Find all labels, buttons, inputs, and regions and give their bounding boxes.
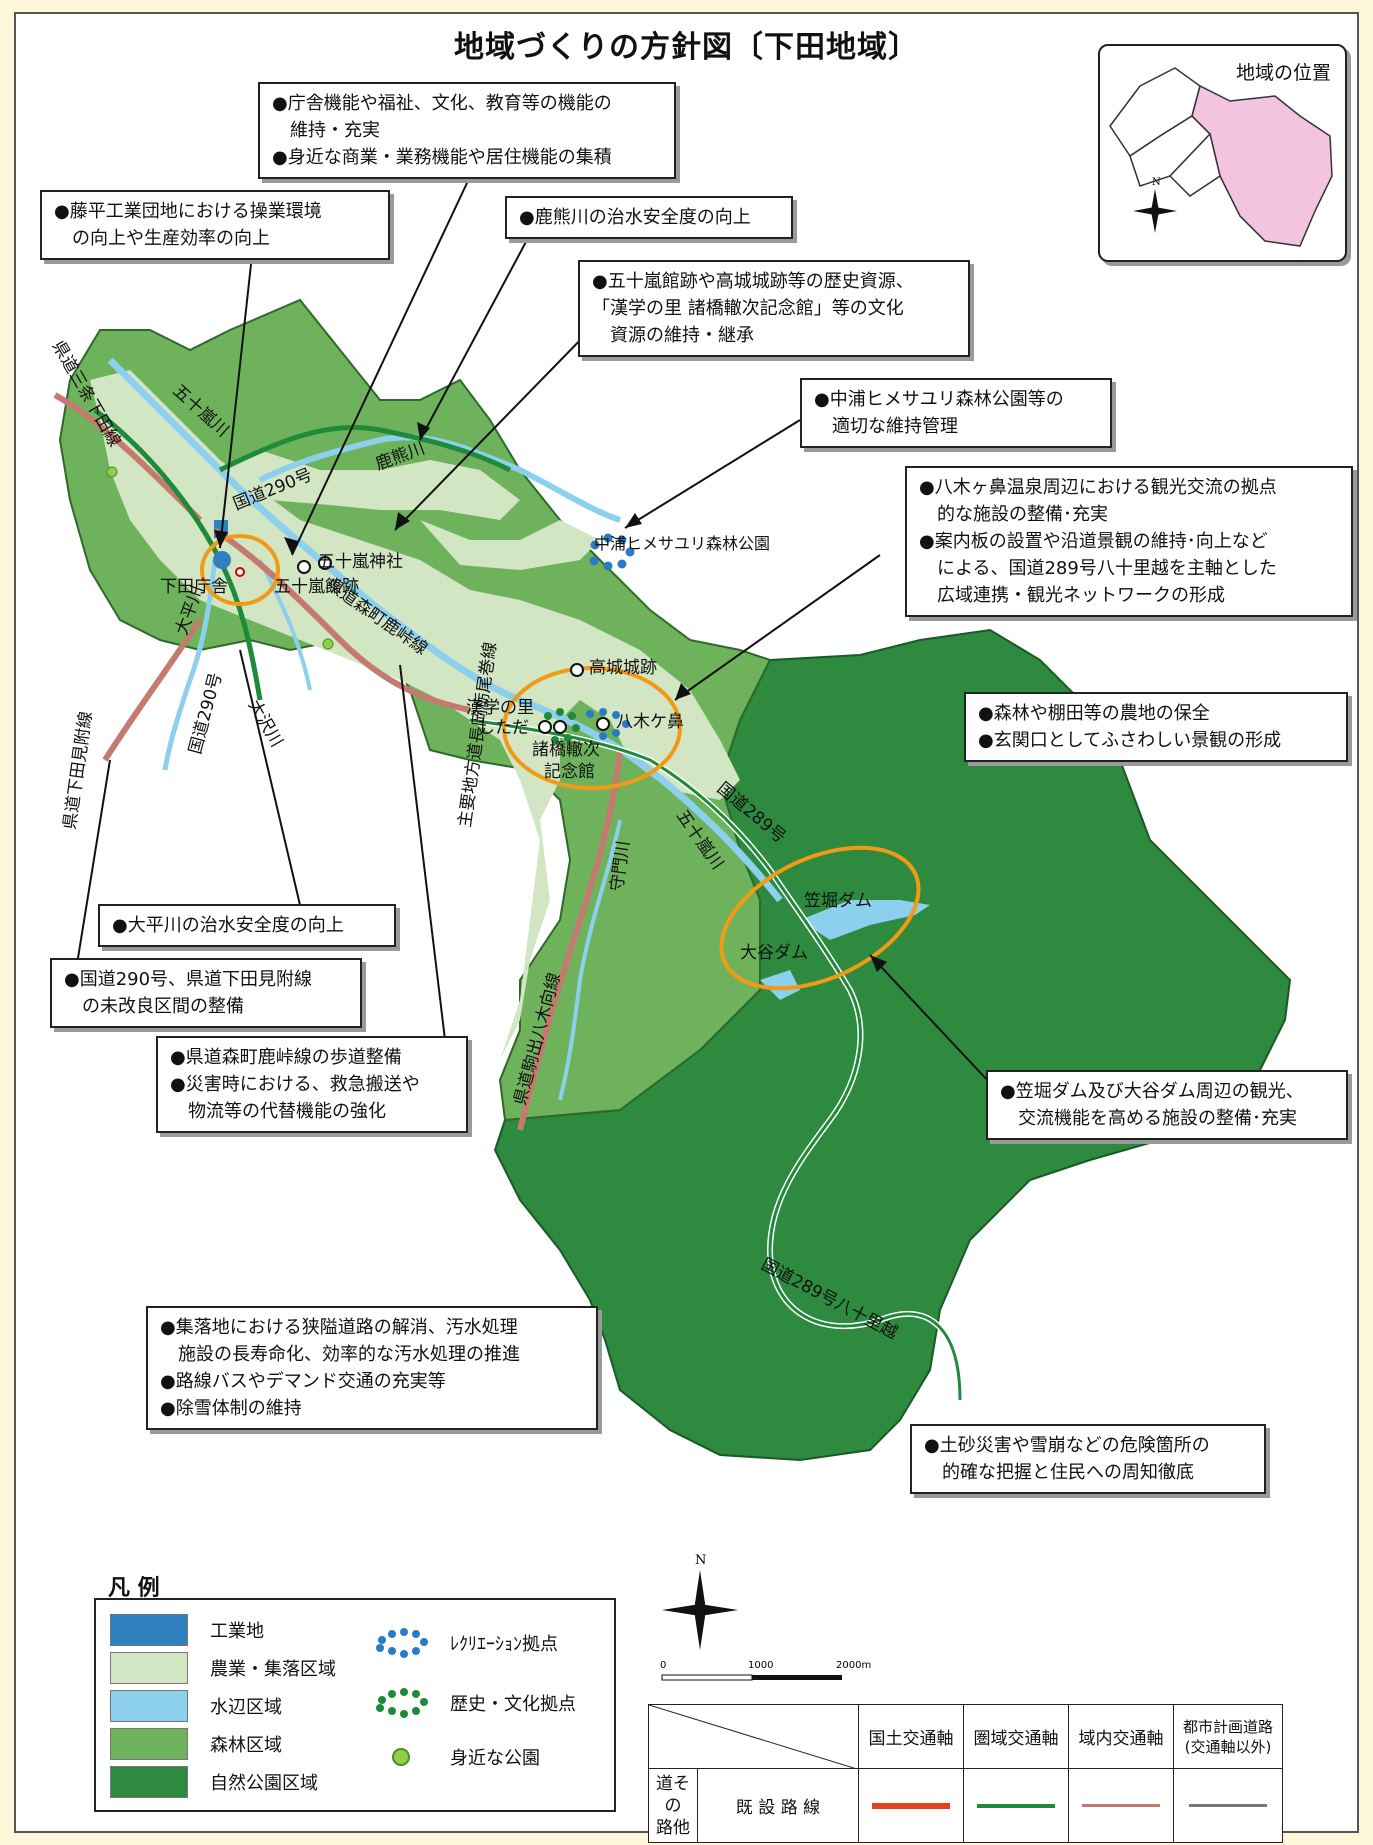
svg-text:中浦ヒメサユリ森林公園: 中浦ヒメサユリ森林公園 [594, 534, 770, 553]
svg-text:下田庁舎: 下田庁舎 [160, 577, 228, 597]
callout-morimachi-sidewalk: ●県道森町鹿峠線の歩道整備 ●災害時における、救急搬送や 物流等の代替機能の強化 [156, 1036, 468, 1133]
focus-area-shimoda [200, 534, 280, 606]
svg-text:五十嵐館跡: 五十嵐館跡 [274, 577, 359, 597]
svg-text:八木ケ鼻: 八木ケ鼻 [616, 712, 684, 732]
leader-lines [77, 165, 991, 1084]
leader-arrowheads [214, 422, 887, 972]
table-header-regional: 圏域交通軸 [963, 1704, 1069, 1769]
road-yagi-mukai [517, 749, 623, 1131]
nearby-park [106, 466, 118, 478]
swatch-urban-planning [1173, 1768, 1283, 1843]
road-mitsuke [102, 618, 203, 762]
callout-ohira-river: ●大平川の治水安全度の向上 [98, 904, 396, 947]
road-type-table: 国土交通軸 圏域交通軸 域内交通軸 都市計画道路 (交通軸以外) 道そ の 路他… [648, 1704, 1283, 1843]
svg-text:N: N [1152, 177, 1161, 188]
callout-route-290: ●国道290号、県道下田見附線 の未改良区間の整備 [50, 958, 362, 1028]
swatch-local [1068, 1768, 1174, 1843]
callout-forest-conservation: ●森林や棚田等の農地の保全 ●玄関口としてふさわしい景観の形成 [964, 692, 1348, 762]
svg-text:0: 0 [660, 1660, 666, 1671]
svg-text:しただ: しただ [478, 718, 529, 738]
callout-settlement-roads: ●集落地における狭隘道路の解消、汚水処理 施設の長寿命化、効率的な汚水処理の推進… [146, 1306, 598, 1430]
recreation-point-yagigahana [586, 708, 630, 740]
svg-text:国道290号: 国道290号 [186, 671, 227, 757]
svg-text:記念館: 記念館 [544, 761, 595, 782]
scale-bar: 0 1000 2000m [660, 1660, 871, 1681]
history-culture-point-kangaku [541, 708, 580, 744]
legend-item-industrial: 工業地 [110, 1614, 264, 1646]
table-corner [648, 1704, 859, 1769]
legend-item-natural-park: 自然公園区域 [110, 1766, 318, 1798]
focus-area-dams [719, 845, 921, 991]
legend: 工業地 農業・集落区域 水辺区域 森林区域 自然公園区域 ﾚｸﾘｴｰｼｮﾝ拠点 … [94, 1598, 616, 1812]
table-row-label: 道そ の 路他 [648, 1768, 698, 1843]
svg-text:五十嵐神社: 五十嵐神社 [318, 552, 403, 572]
callout-nakaura-park: ●中浦ヒメサユリ森林公園等の 適切な維持管理 [800, 378, 1112, 448]
recreation-point-nakaura [589, 533, 635, 571]
river-moriuchi [558, 819, 622, 1101]
svg-text:大沢川: 大沢川 [244, 697, 287, 751]
location-inset: 地域の位置 N [1098, 44, 1347, 262]
location-inset-label: 地域の位置 [1235, 62, 1331, 84]
legend-item-history-culture: 歴史・文化拠点 [370, 1686, 576, 1720]
svg-text:諸橋轍次: 諸橋轍次 [532, 740, 600, 760]
callout-dam-tourism: ●笠堀ダム及び大谷ダム周辺の観光、 交流機能を高める施設の整備･充実 [986, 1070, 1348, 1140]
road-morimachi [213, 527, 471, 713]
swatch-national [858, 1768, 964, 1843]
park-dot-icon [392, 1748, 410, 1766]
agricultural-area [90, 370, 740, 1060]
legend-item-recreation: ﾚｸﾘｴｰｼｮﾝ拠点 [370, 1626, 558, 1660]
svg-text:1000: 1000 [748, 1660, 773, 1671]
legend-item-waterside: 水辺区域 [110, 1690, 282, 1722]
river-kaguma [258, 434, 621, 523]
callout-historical-resources: ●五十嵐館跡や高城城跡等の歴史資源、 「漢学の里 諸橋轍次記念館」等の文化 資源… [578, 260, 970, 357]
callout-office-functions: ●庁舎機能や福祉、文化、教育等の機能の 維持・充実 ●身近な商業・業務機能や居住… [258, 82, 676, 179]
location-inset-map: N [1109, 67, 1333, 247]
dam-reservoir [800, 900, 930, 940]
recreation-ring-icon [376, 1628, 428, 1658]
table-header-local: 域内交通軸 [1068, 1704, 1174, 1769]
callout-yagigahana-tourism: ●八木ヶ鼻温泉周辺における観光交流の拠点 的な施設の整備･充実 ●案内板の設置や… [905, 466, 1353, 617]
nearby-park [322, 638, 334, 650]
page-title: 地域づくりの方針図〔下田地域〕 [454, 30, 919, 65]
table-existing-label: 既 設 路 線 [697, 1768, 859, 1843]
inset-north-arrow-icon: N [1133, 177, 1177, 233]
legend-item-forest: 森林区域 [110, 1728, 282, 1760]
river-igarashi [107, 357, 783, 903]
svg-text:高城城跡: 高城城跡 [589, 658, 657, 678]
legend-item-park: 身近な公園 [370, 1740, 540, 1774]
callout-kaguma-river: ●鹿熊川の治水安全度の向上 [505, 196, 793, 239]
north-arrow-icon: N [662, 1553, 738, 1650]
svg-text:大谷ダム: 大谷ダム [740, 943, 808, 963]
table-header-urban-planning: 都市計画道路 (交通軸以外) [1173, 1704, 1283, 1769]
table-header-national: 国土交通軸 [858, 1704, 964, 1769]
callout-disaster-risk: ●土砂災害や雪崩などの危険箇所の 的確な把握と住民への周知徹底 [910, 1424, 1266, 1494]
history-ring-icon [376, 1688, 428, 1718]
svg-text:県道下田見附線: 県道下田見附線 [60, 710, 96, 831]
svg-text:漢学の里: 漢学の里 [466, 698, 534, 718]
legend-title: 凡 例 [108, 1576, 160, 1601]
svg-text:笠堀ダム: 笠堀ダム [804, 891, 872, 911]
legend-item-agricultural: 農業・集落区域 [110, 1652, 336, 1684]
svg-text:2000m: 2000m [836, 1660, 871, 1671]
focus-area-yagigahana [502, 666, 682, 790]
svg-text:N: N [695, 1553, 706, 1568]
callout-fujihira-industrial: ●藤平工業団地における操業環境 の向上や生産効率の向上 [40, 190, 390, 260]
swatch-regional [963, 1768, 1069, 1843]
